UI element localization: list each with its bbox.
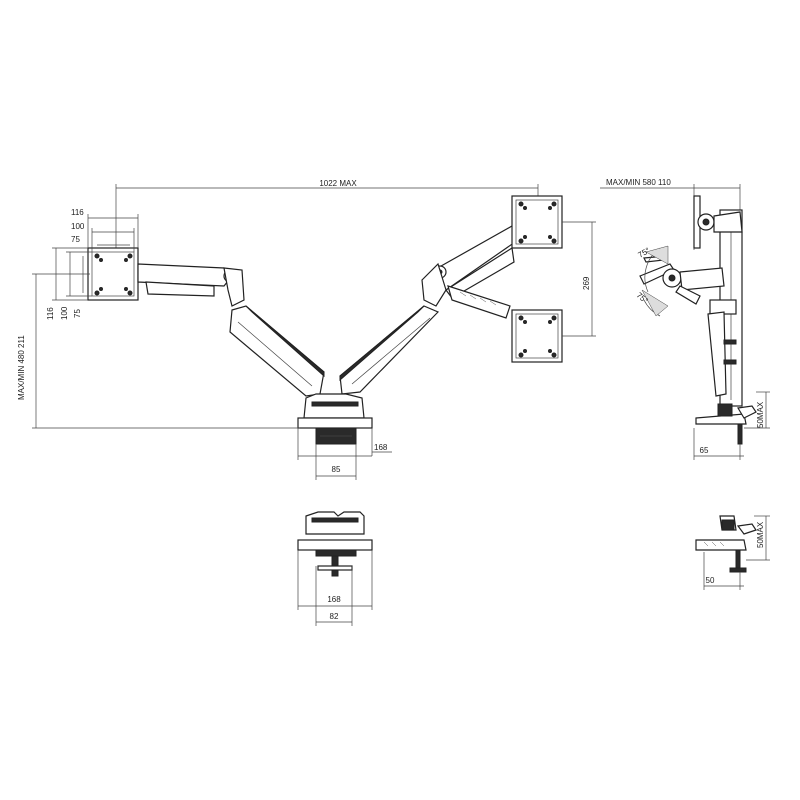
plate-100-side-label: 100 — [60, 306, 69, 320]
vertical-travel-dimension: 269 — [562, 221, 596, 337]
tilt-assembly: 75° 75° — [635, 245, 725, 317]
left-plate-side-dims: 116 100 75 — [46, 247, 92, 320]
grommet-thickness-label: 50MAX — [756, 521, 765, 548]
clamp-dims: 50MAX 65 — [693, 391, 770, 460]
right-forearm — [339, 305, 440, 395]
plate-116-top-label: 116 — [71, 208, 84, 217]
plate-100-top-label: 100 — [71, 222, 85, 231]
left-plate-top-dims: 116 100 75 — [71, 208, 139, 252]
right-upper-vesa-plate — [511, 195, 563, 249]
grommet-side-view: 50MAX 50 — [695, 515, 770, 590]
grommet-width-label: 82 — [330, 612, 339, 621]
grommet-depth-label: 168 — [327, 595, 341, 604]
right-upper-arm — [421, 225, 519, 319]
side-view: MAX/MIN 580 110 75° 75° — [600, 178, 770, 460]
plate-116-side-label: 116 — [46, 307, 55, 320]
vertical-travel-label: 269 — [582, 276, 591, 290]
reach-max-label: 1022 MAX — [319, 179, 357, 188]
grommet-front-view: 168 82 — [297, 511, 373, 626]
side-depth-label: MAX/MIN 580 110 — [606, 178, 671, 187]
front-view: 1022 MAX 116 100 75 — [17, 179, 596, 480]
front-base — [297, 393, 373, 445]
grommet-side-label: 50 — [706, 576, 715, 585]
pole-width-label: 85 — [332, 465, 341, 474]
left-vesa-plate — [87, 247, 139, 301]
clamp-depth-label: 65 — [700, 446, 709, 455]
left-upper-arm — [137, 263, 245, 307]
reach-dimension: 1022 MAX — [115, 179, 539, 252]
height-range-label: MAX/MIN 480 211 — [17, 335, 26, 400]
height-range-dimension: MAX/MIN 480 211 — [17, 273, 300, 429]
left-forearm — [229, 305, 325, 397]
desk-thickness-clamp-label: 50MAX — [756, 401, 765, 428]
base-dims: 168 85 — [297, 428, 392, 480]
plate-75-side-label: 75 — [73, 309, 82, 318]
base-depth-label: 168 — [374, 443, 388, 452]
tilt-down-label: 75° — [635, 291, 650, 306]
side-depth-dimension: MAX/MIN 580 110 — [600, 178, 741, 250]
right-lower-vesa-plate — [511, 309, 563, 363]
plate-75-top-label: 75 — [71, 235, 80, 244]
